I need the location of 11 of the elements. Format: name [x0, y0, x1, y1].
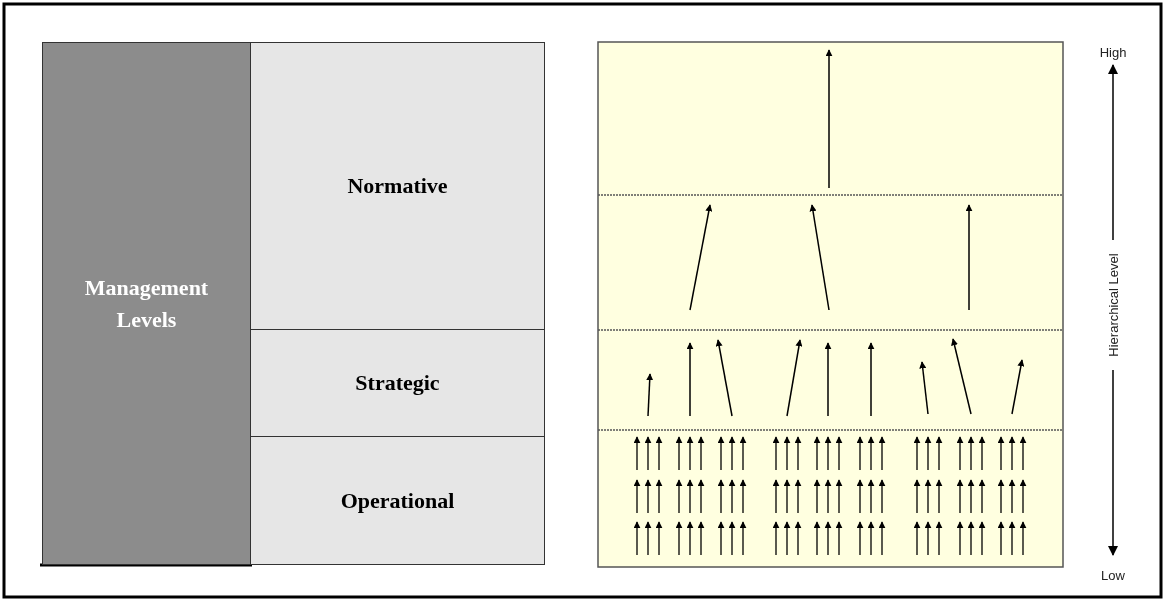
- level-label: Normative: [347, 172, 448, 201]
- level-box: [250, 436, 545, 565]
- level-box: [250, 329, 545, 437]
- axis-label: High: [1099, 44, 1127, 60]
- axis-title: Hierarchical Level: [1105, 253, 1121, 357]
- level-label: Operational: [340, 486, 455, 515]
- level-label: Strategic: [355, 369, 440, 398]
- level-box: [250, 42, 545, 330]
- level-column-box: [42, 42, 251, 565]
- axis-label: Low: [1101, 567, 1125, 583]
- level-label: Management Levels: [83, 273, 210, 334]
